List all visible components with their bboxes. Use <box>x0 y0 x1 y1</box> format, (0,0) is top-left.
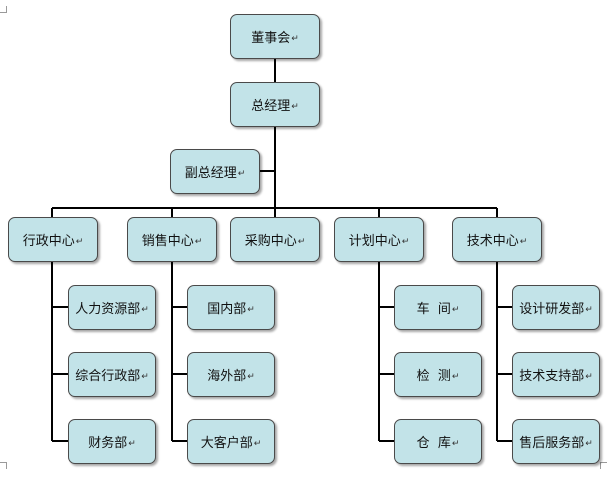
paragraph-mark: ↵ <box>247 371 255 382</box>
paragraph-mark: ↵ <box>141 371 149 382</box>
paragraph-mark: ↵ <box>253 438 262 449</box>
node-support[interactable]: 技术支持部↵ <box>512 352 600 397</box>
node-domestic[interactable]: 国内部↵ <box>187 285 275 330</box>
node-label: 售后服务部 <box>519 436 585 451</box>
node-label: 国内部 <box>207 302 247 317</box>
paragraph-mark: ↵ <box>291 33 299 44</box>
paragraph-mark: ↵ <box>401 236 410 247</box>
node-sales[interactable]: 销售中心↵ <box>127 217 217 262</box>
node-label: 计划中心 <box>348 234 401 249</box>
node-admin[interactable]: 行政中心↵ <box>8 217 98 262</box>
node-label: 采购中心 <box>244 234 297 249</box>
paragraph-mark: ↵ <box>451 438 460 449</box>
node-label: 海外部 <box>207 369 247 384</box>
node-hr[interactable]: 人力资源部↵ <box>68 285 156 330</box>
node-label: 检 测 <box>416 369 451 384</box>
node-label: 行政中心 <box>22 234 75 249</box>
paragraph-mark: ↵ <box>128 438 136 449</box>
paragraph-mark: ↵ <box>297 236 306 247</box>
node-label: 车 间 <box>416 302 451 317</box>
margin-corner-bottom-right <box>600 462 607 469</box>
paragraph-mark: ↵ <box>585 438 593 449</box>
node-plan[interactable]: 计划中心↵ <box>334 217 424 262</box>
node-vgm[interactable]: 副总经理↵ <box>170 149 260 194</box>
node-inspect[interactable]: 检 测↵ <box>394 352 482 397</box>
paragraph-mark: ↵ <box>585 371 593 382</box>
node-design[interactable]: 设计研发部↵ <box>512 285 600 330</box>
node-label: 设计研发部 <box>519 302 585 317</box>
node-label: 总经理 <box>251 99 291 114</box>
node-purchase[interactable]: 采购中心↵ <box>230 217 320 262</box>
paragraph-mark: ↵ <box>247 304 255 315</box>
paragraph-mark: ↵ <box>451 304 460 315</box>
paragraph-mark: ↵ <box>585 304 593 315</box>
paragraph-mark: ↵ <box>237 168 246 179</box>
margin-corner-top-left <box>0 6 7 13</box>
node-board[interactable]: 董事会↵ <box>230 14 320 59</box>
node-warehouse[interactable]: 仓 库↵ <box>394 419 482 464</box>
node-label: 副总经理 <box>184 166 237 181</box>
node-label: 销售中心 <box>141 234 194 249</box>
paragraph-mark: ↵ <box>141 304 149 315</box>
node-label: 仓 库 <box>416 436 451 451</box>
node-label: 综合行政部 <box>75 369 141 384</box>
node-workshop[interactable]: 车 间↵ <box>394 285 482 330</box>
node-overseas[interactable]: 海外部↵ <box>187 352 275 397</box>
node-keyacct[interactable]: 大客户部↵ <box>187 419 275 464</box>
paragraph-mark: ↵ <box>291 101 299 112</box>
node-label: 技术中心 <box>466 234 519 249</box>
node-label: 人力资源部 <box>75 302 141 317</box>
node-finance[interactable]: 财务部↵ <box>68 419 156 464</box>
paragraph-mark: ↵ <box>75 236 84 247</box>
node-gm[interactable]: 总经理↵ <box>230 82 320 127</box>
node-tech[interactable]: 技术中心↵ <box>452 217 542 262</box>
paragraph-mark: ↵ <box>451 371 460 382</box>
paragraph-mark: ↵ <box>194 236 203 247</box>
paragraph-mark: ↵ <box>519 236 528 247</box>
node-gadmin[interactable]: 综合行政部↵ <box>68 352 156 397</box>
node-aftersales[interactable]: 售后服务部↵ <box>512 419 600 464</box>
node-label: 财务部 <box>88 436 128 451</box>
node-label: 技术支持部 <box>519 369 585 384</box>
node-label: 董事会 <box>251 31 291 46</box>
margin-corner-bottom-left <box>0 462 7 469</box>
node-label: 大客户部 <box>200 436 253 451</box>
